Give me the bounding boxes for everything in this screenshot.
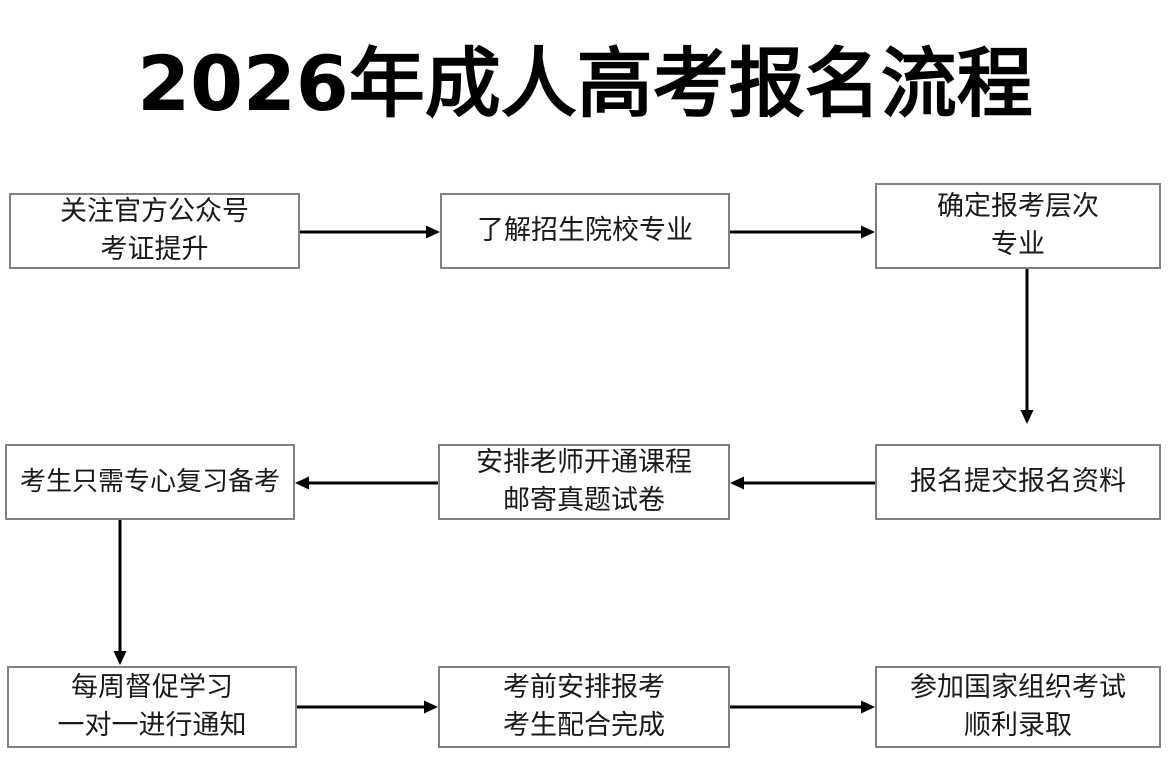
node-line: 确定报考层次 — [937, 191, 1099, 222]
node-line: 考前安排报考 — [503, 672, 665, 703]
arrow-teacher-to-student — [295, 473, 438, 493]
node-line: 报名提交报名资料 — [910, 466, 1126, 497]
flow-node-student-focus-review[interactable]: 考生只需专心复习备考 — [5, 444, 295, 520]
flow-node-submit-application-materials[interactable]: 报名提交报名资料 — [875, 444, 1161, 520]
node-line: 考生只需专心复习备考 — [19, 467, 280, 497]
node-line: 顺利录取 — [964, 710, 1072, 741]
flow-node-follow-official-account[interactable]: 关注官方公众号 考证提升 — [9, 193, 300, 269]
node-line: 考证提升 — [100, 234, 209, 265]
arrow-follow-to-learn — [300, 222, 440, 242]
arrow-submit-to-teacher — [730, 473, 875, 493]
flow-node-pre-exam-registration[interactable]: 考前安排报考 考生配合完成 — [438, 666, 730, 748]
flow-node-weekly-study-supervision[interactable]: 每周督促学习 一对一进行通知 — [7, 666, 297, 748]
node-line: 了解招生院校专业 — [477, 215, 693, 246]
node-line: 邮寄真题试卷 — [503, 485, 665, 516]
node-line: 关注官方公众号 — [60, 196, 249, 227]
arrow-student-to-weekly — [110, 520, 130, 665]
node-line: 专业 — [991, 229, 1045, 260]
node-line: 考生配合完成 — [503, 710, 665, 741]
node-line: 一对一进行通知 — [57, 710, 247, 741]
flow-node-learn-schools-majors[interactable]: 了解招生院校专业 — [440, 193, 730, 269]
arrow-confirm-to-submit — [1017, 269, 1037, 424]
node-line: 每周督促学习 — [71, 672, 233, 703]
node-line: 参加国家组织考试 — [910, 672, 1126, 703]
page-title: 2026年成人高考报名流程 — [137, 39, 1033, 128]
arrow-weekly-to-preexam — [297, 697, 438, 717]
arrow-preexam-to-exam — [730, 697, 875, 717]
flow-node-take-national-exam[interactable]: 参加国家组织考试 顺利录取 — [875, 666, 1161, 748]
flow-node-teacher-opens-course[interactable]: 安排老师开通课程 邮寄真题试卷 — [438, 444, 730, 520]
node-line: 安排老师开通课程 — [476, 447, 692, 478]
flow-node-confirm-level-major[interactable]: 确定报考层次 专业 — [875, 183, 1161, 269]
arrow-learn-to-confirm — [730, 222, 875, 242]
